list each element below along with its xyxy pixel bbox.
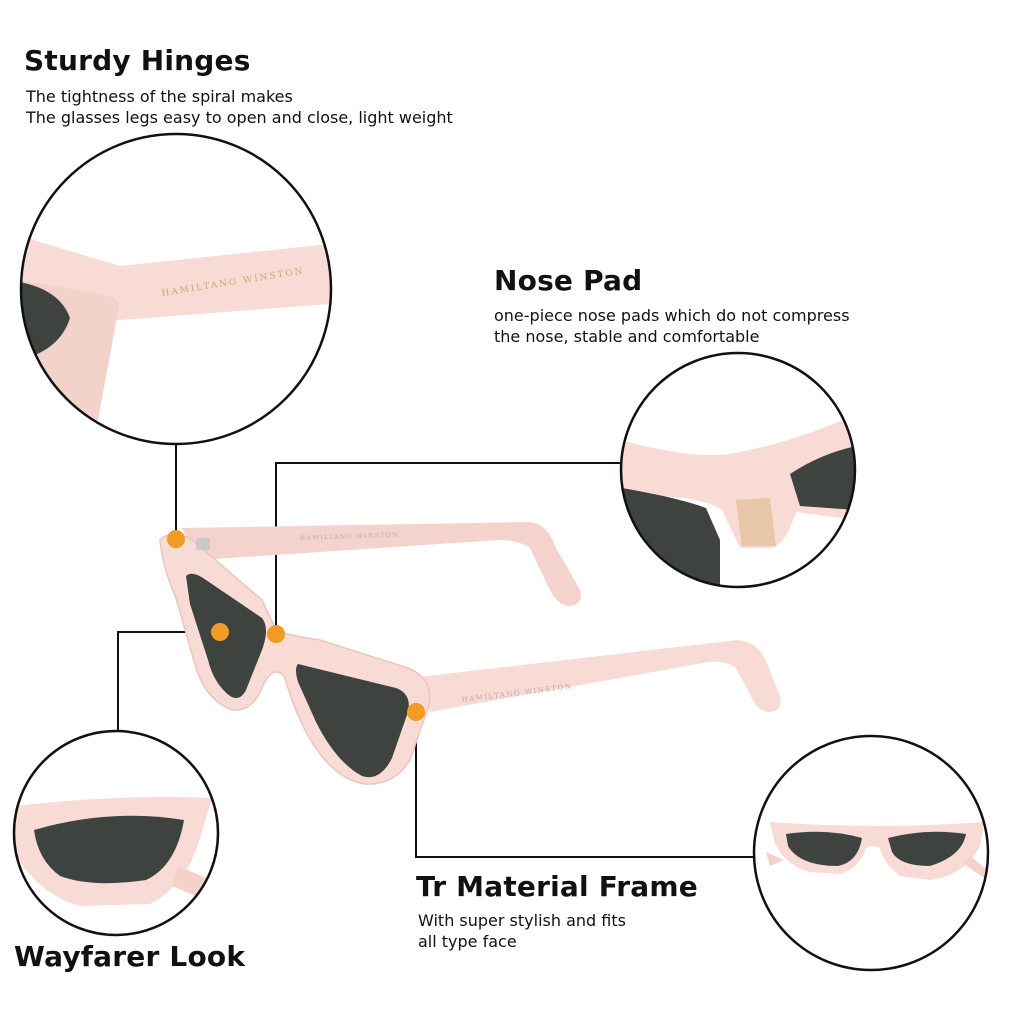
nose-pad-description-line: one-piece nose pads which do not compres…	[494, 306, 850, 325]
hinges-title: Sturdy Hinges	[24, 44, 251, 77]
nose-pad-description-line: the nose, stable and comfortable	[494, 327, 760, 346]
back-temple	[182, 522, 581, 606]
zoom-circle-hinges: HAMILTANO WINSTON	[19, 132, 333, 446]
leader-line-frame	[415, 712, 754, 858]
markers	[167, 530, 425, 721]
marker-nose-pad	[267, 625, 285, 643]
lens-right	[296, 664, 409, 778]
zoom-circle-nose-pad	[619, 351, 857, 589]
hinge-metal	[196, 538, 210, 550]
marker-frame	[407, 703, 425, 721]
nose-pad-title: Nose Pad	[494, 264, 643, 297]
frame-description-line: all type face	[418, 932, 517, 951]
frame-description: With super stylish and fits all type fac…	[418, 910, 626, 952]
hinges-description-line: The tightness of the spiral makes	[26, 87, 293, 106]
frame-title: Tr Material Frame	[416, 870, 698, 903]
front-temple	[410, 640, 781, 712]
marker-wayfarer	[211, 623, 229, 641]
nose-pad-description: one-piece nose pads which do not compres…	[494, 305, 850, 347]
wayfarer-title: Wayfarer Look	[14, 940, 246, 973]
zoom-circle-front-view	[752, 734, 990, 972]
hinges-description: The tightness of the spiral makes The gl…	[26, 86, 453, 128]
hinges-description-line: The glasses legs easy to open and close,…	[26, 108, 453, 127]
frame-description-line: With super stylish and fits	[418, 911, 626, 930]
marker-hinges	[167, 530, 185, 548]
temple-engraving-back: HAMILTANO WINSTON	[300, 532, 399, 542]
zoom-circle-wayfarer	[12, 729, 220, 937]
sunglasses-main: HAMILTANO WINSTON HAMILTANO WINSTON	[159, 522, 781, 785]
leader-line-nose-pad	[275, 462, 622, 633]
